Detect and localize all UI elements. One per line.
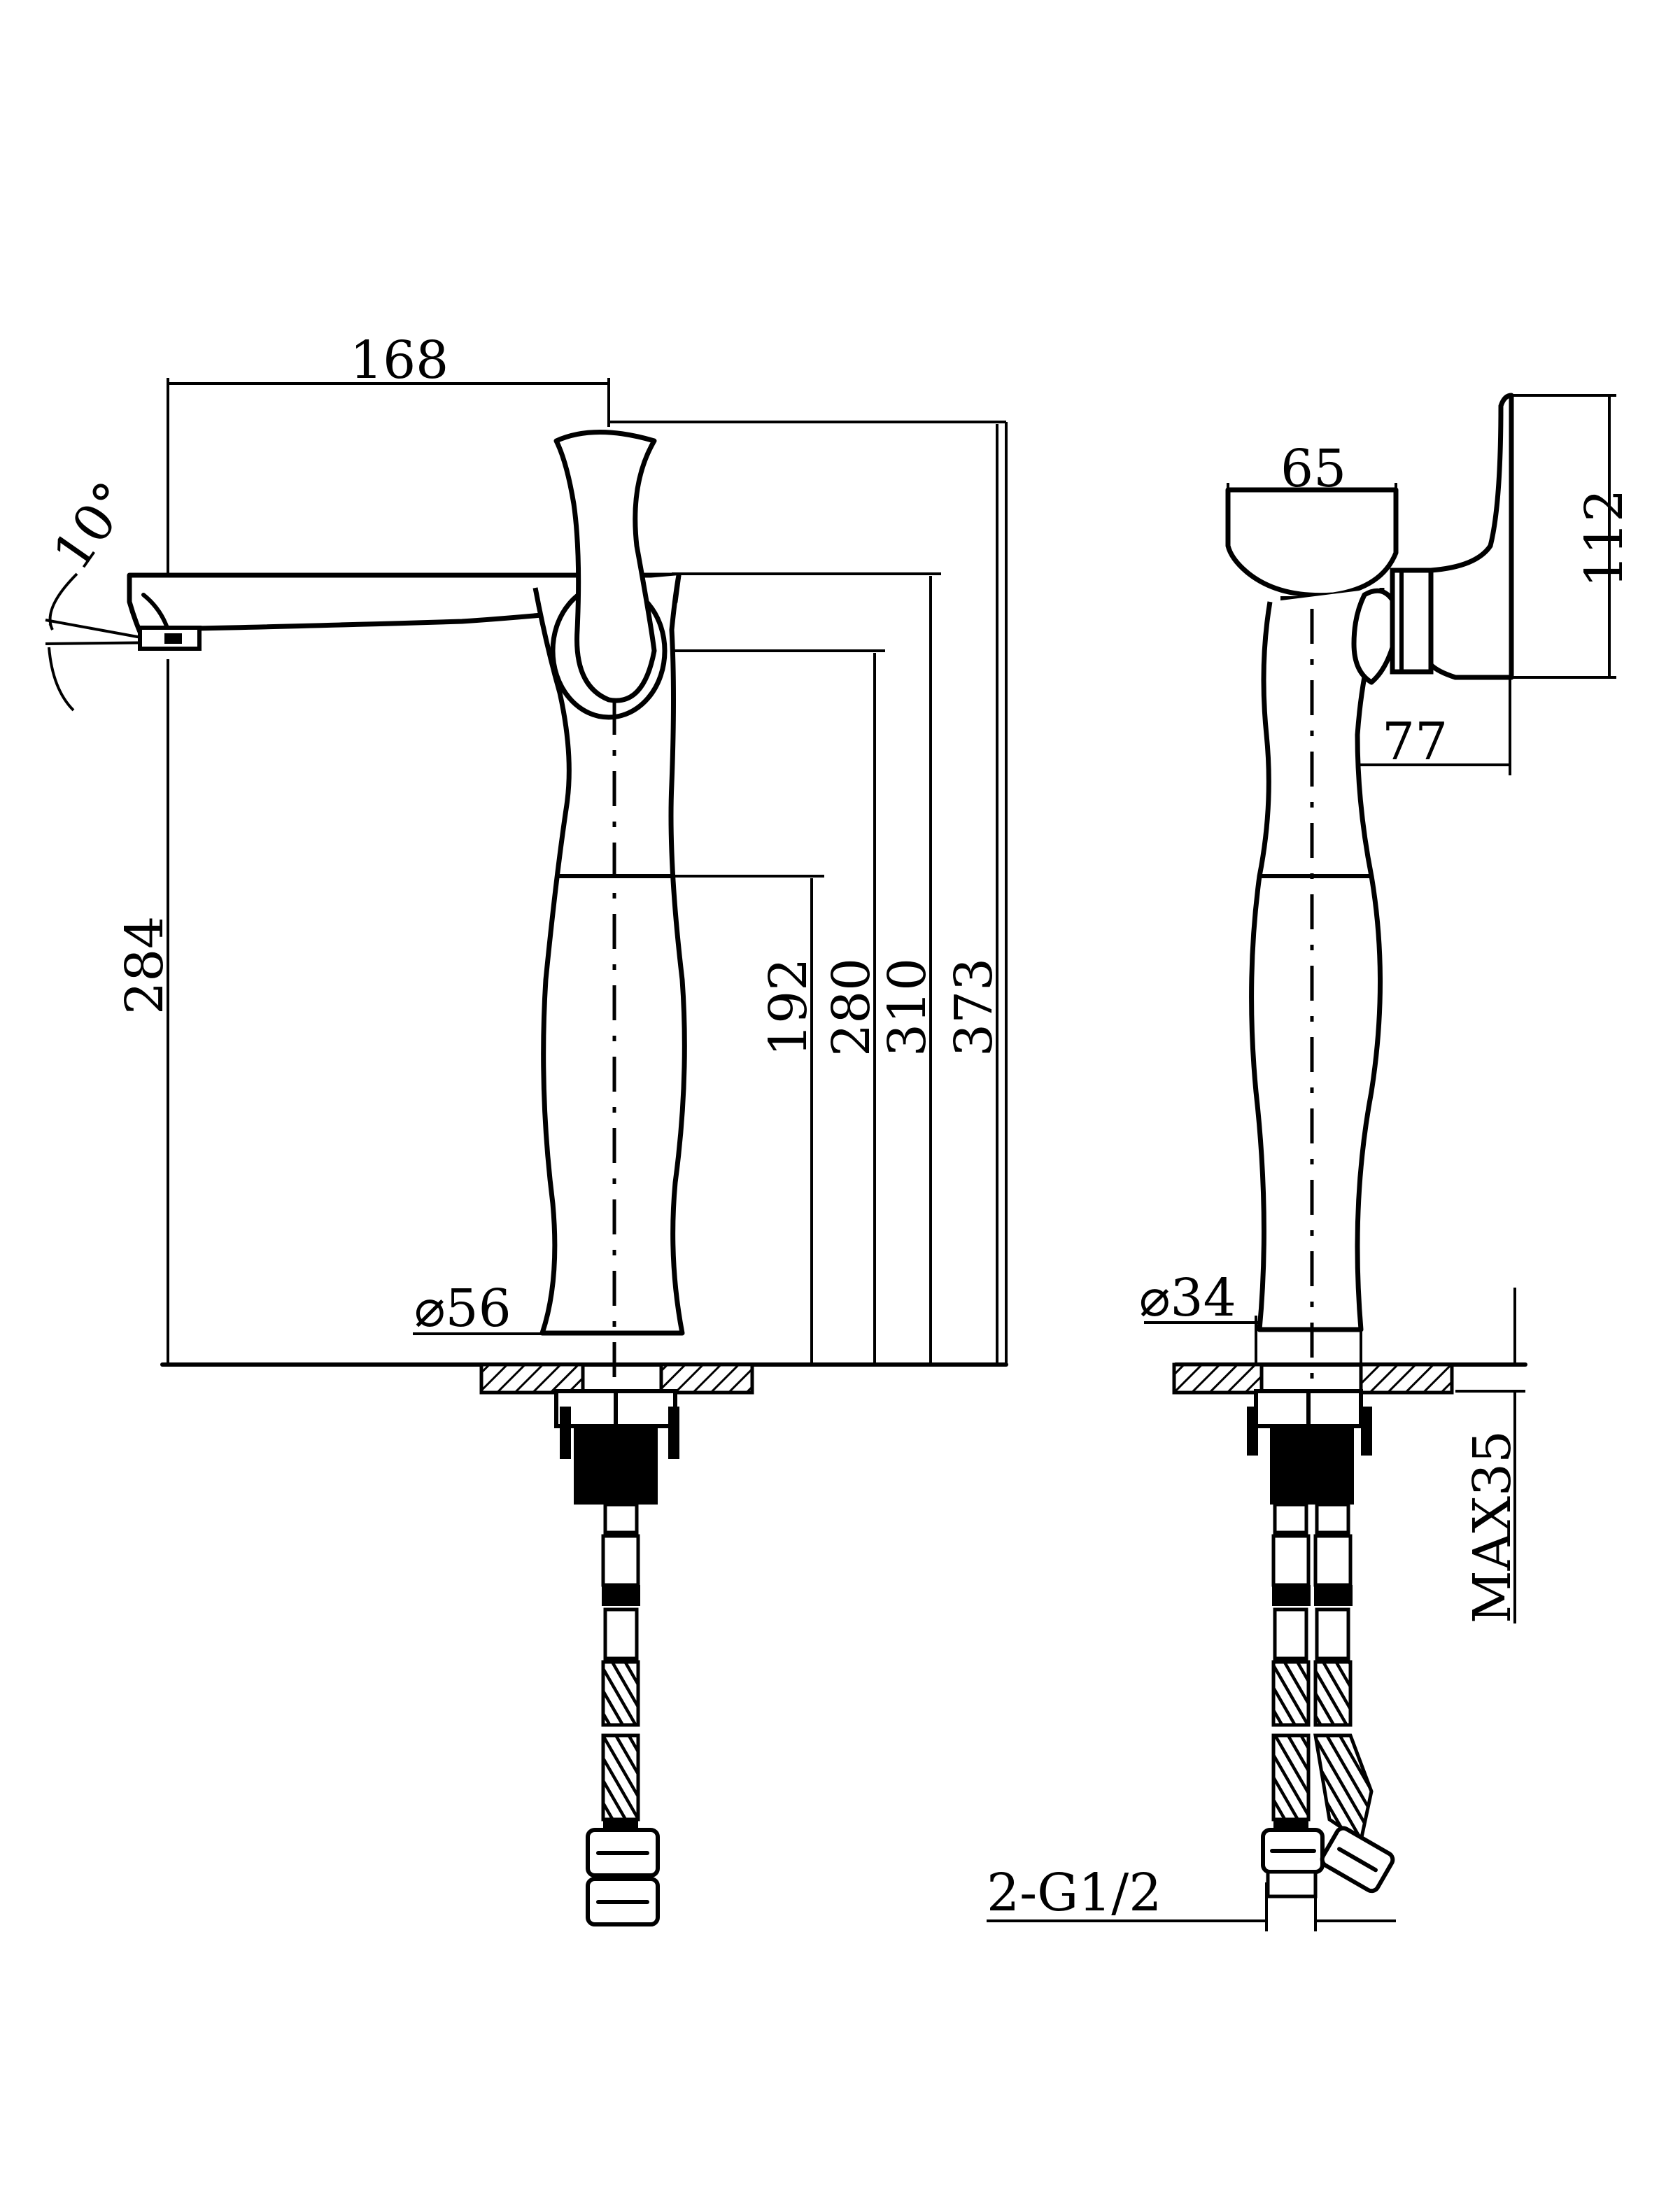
mounting-nut-side <box>1247 1389 1372 1505</box>
hose-front <box>586 1502 660 1926</box>
handle-collar-side <box>1390 568 1434 675</box>
dim-310-label: 310 <box>877 958 938 1057</box>
mounting-nut-front <box>554 1389 679 1505</box>
faucet-body-side <box>1249 587 1385 1332</box>
dim-56-label: ⌀56 <box>414 1278 511 1339</box>
front-dimension-lines <box>167 382 998 1363</box>
dim-angle-label: 10° <box>41 472 143 582</box>
dim-168-label: 168 <box>350 330 449 390</box>
dim-112-label: 112 <box>1574 489 1635 588</box>
handle-lever <box>553 430 657 703</box>
deck-plate-side-right <box>1359 1362 1454 1395</box>
front-view: 168 10° 284 192 280 310 373 ⌀56 <box>41 330 1008 1926</box>
dim-192-label: 192 <box>758 958 819 1057</box>
faucet-body <box>532 575 687 1336</box>
handle-cap-side <box>1225 487 1399 598</box>
dim-max35-label: MAX35 <box>1462 1430 1523 1623</box>
dim-65-label: 65 <box>1280 439 1346 499</box>
deck-plate-left <box>479 1362 585 1395</box>
dim-77-label: 77 <box>1382 712 1448 772</box>
hose-side-2 <box>1313 1502 1395 1894</box>
side-view: 65 112 77 ⌀34 MAX35 2-G1/2 <box>987 393 1635 1931</box>
hose-side-1 <box>1261 1502 1325 1898</box>
dim-373-label: 373 <box>944 958 1004 1057</box>
deck-plate-right <box>659 1362 754 1395</box>
dim-284-label: 284 <box>115 916 175 1015</box>
deck-plate-side-left <box>1172 1362 1264 1395</box>
handle-grip-side <box>1428 393 1514 680</box>
dim-34-label: ⌀34 <box>1139 1268 1236 1328</box>
dim-g12-label: 2-G1/2 <box>987 1863 1162 1923</box>
dim-280-label: 280 <box>821 958 882 1057</box>
